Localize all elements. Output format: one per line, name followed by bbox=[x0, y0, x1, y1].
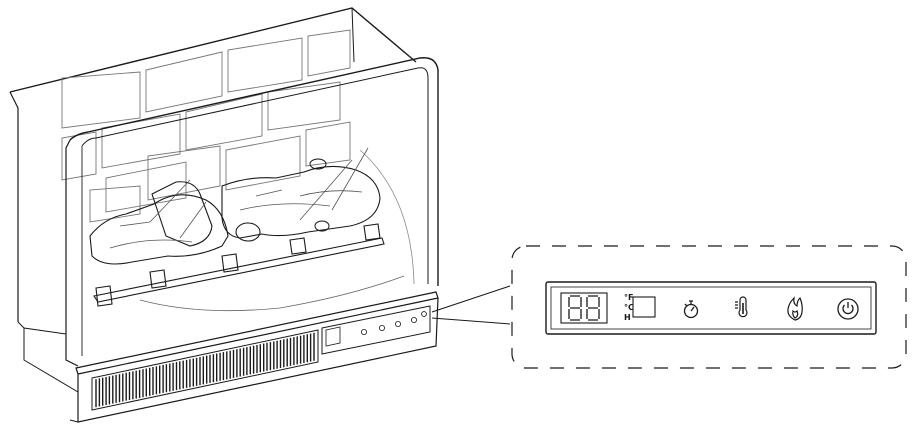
timer-button[interactable] bbox=[683, 300, 699, 319]
digital-display: 88 bbox=[560, 292, 608, 324]
back-wall bbox=[9, 7, 417, 322]
power-button[interactable] bbox=[837, 298, 859, 320]
display-digit-2 bbox=[586, 295, 600, 321]
control-panel-callout: 88 °F °C H bbox=[511, 245, 907, 369]
flame-button[interactable] bbox=[787, 296, 803, 321]
base-trim bbox=[17, 291, 439, 423]
unit-label-heat: H bbox=[624, 313, 631, 322]
heater-grille bbox=[91, 329, 319, 411]
fireplace-unit bbox=[9, 7, 511, 423]
firebox-bricks bbox=[61, 29, 351, 223]
flame-icon bbox=[787, 296, 803, 321]
unit-toggle-switch[interactable] bbox=[632, 296, 656, 318]
unit-control-panel bbox=[321, 305, 431, 355]
unit-label-fahrenheit: °F bbox=[624, 293, 633, 302]
display-digit-1 bbox=[568, 295, 582, 321]
log-grate bbox=[93, 223, 405, 312]
unit-label-celsius: °C bbox=[624, 303, 634, 312]
timer-icon bbox=[683, 300, 699, 319]
thermometer-icon bbox=[735, 296, 748, 318]
unit-toggle[interactable]: °F °C H bbox=[624, 293, 656, 322]
control-panel-enlarged: 88 °F °C H bbox=[545, 281, 877, 335]
log-set bbox=[89, 147, 381, 265]
power-icon bbox=[837, 298, 859, 320]
thermostat-button[interactable] bbox=[735, 296, 748, 318]
glass-front bbox=[65, 57, 439, 367]
callout-leader-lines bbox=[431, 285, 511, 325]
